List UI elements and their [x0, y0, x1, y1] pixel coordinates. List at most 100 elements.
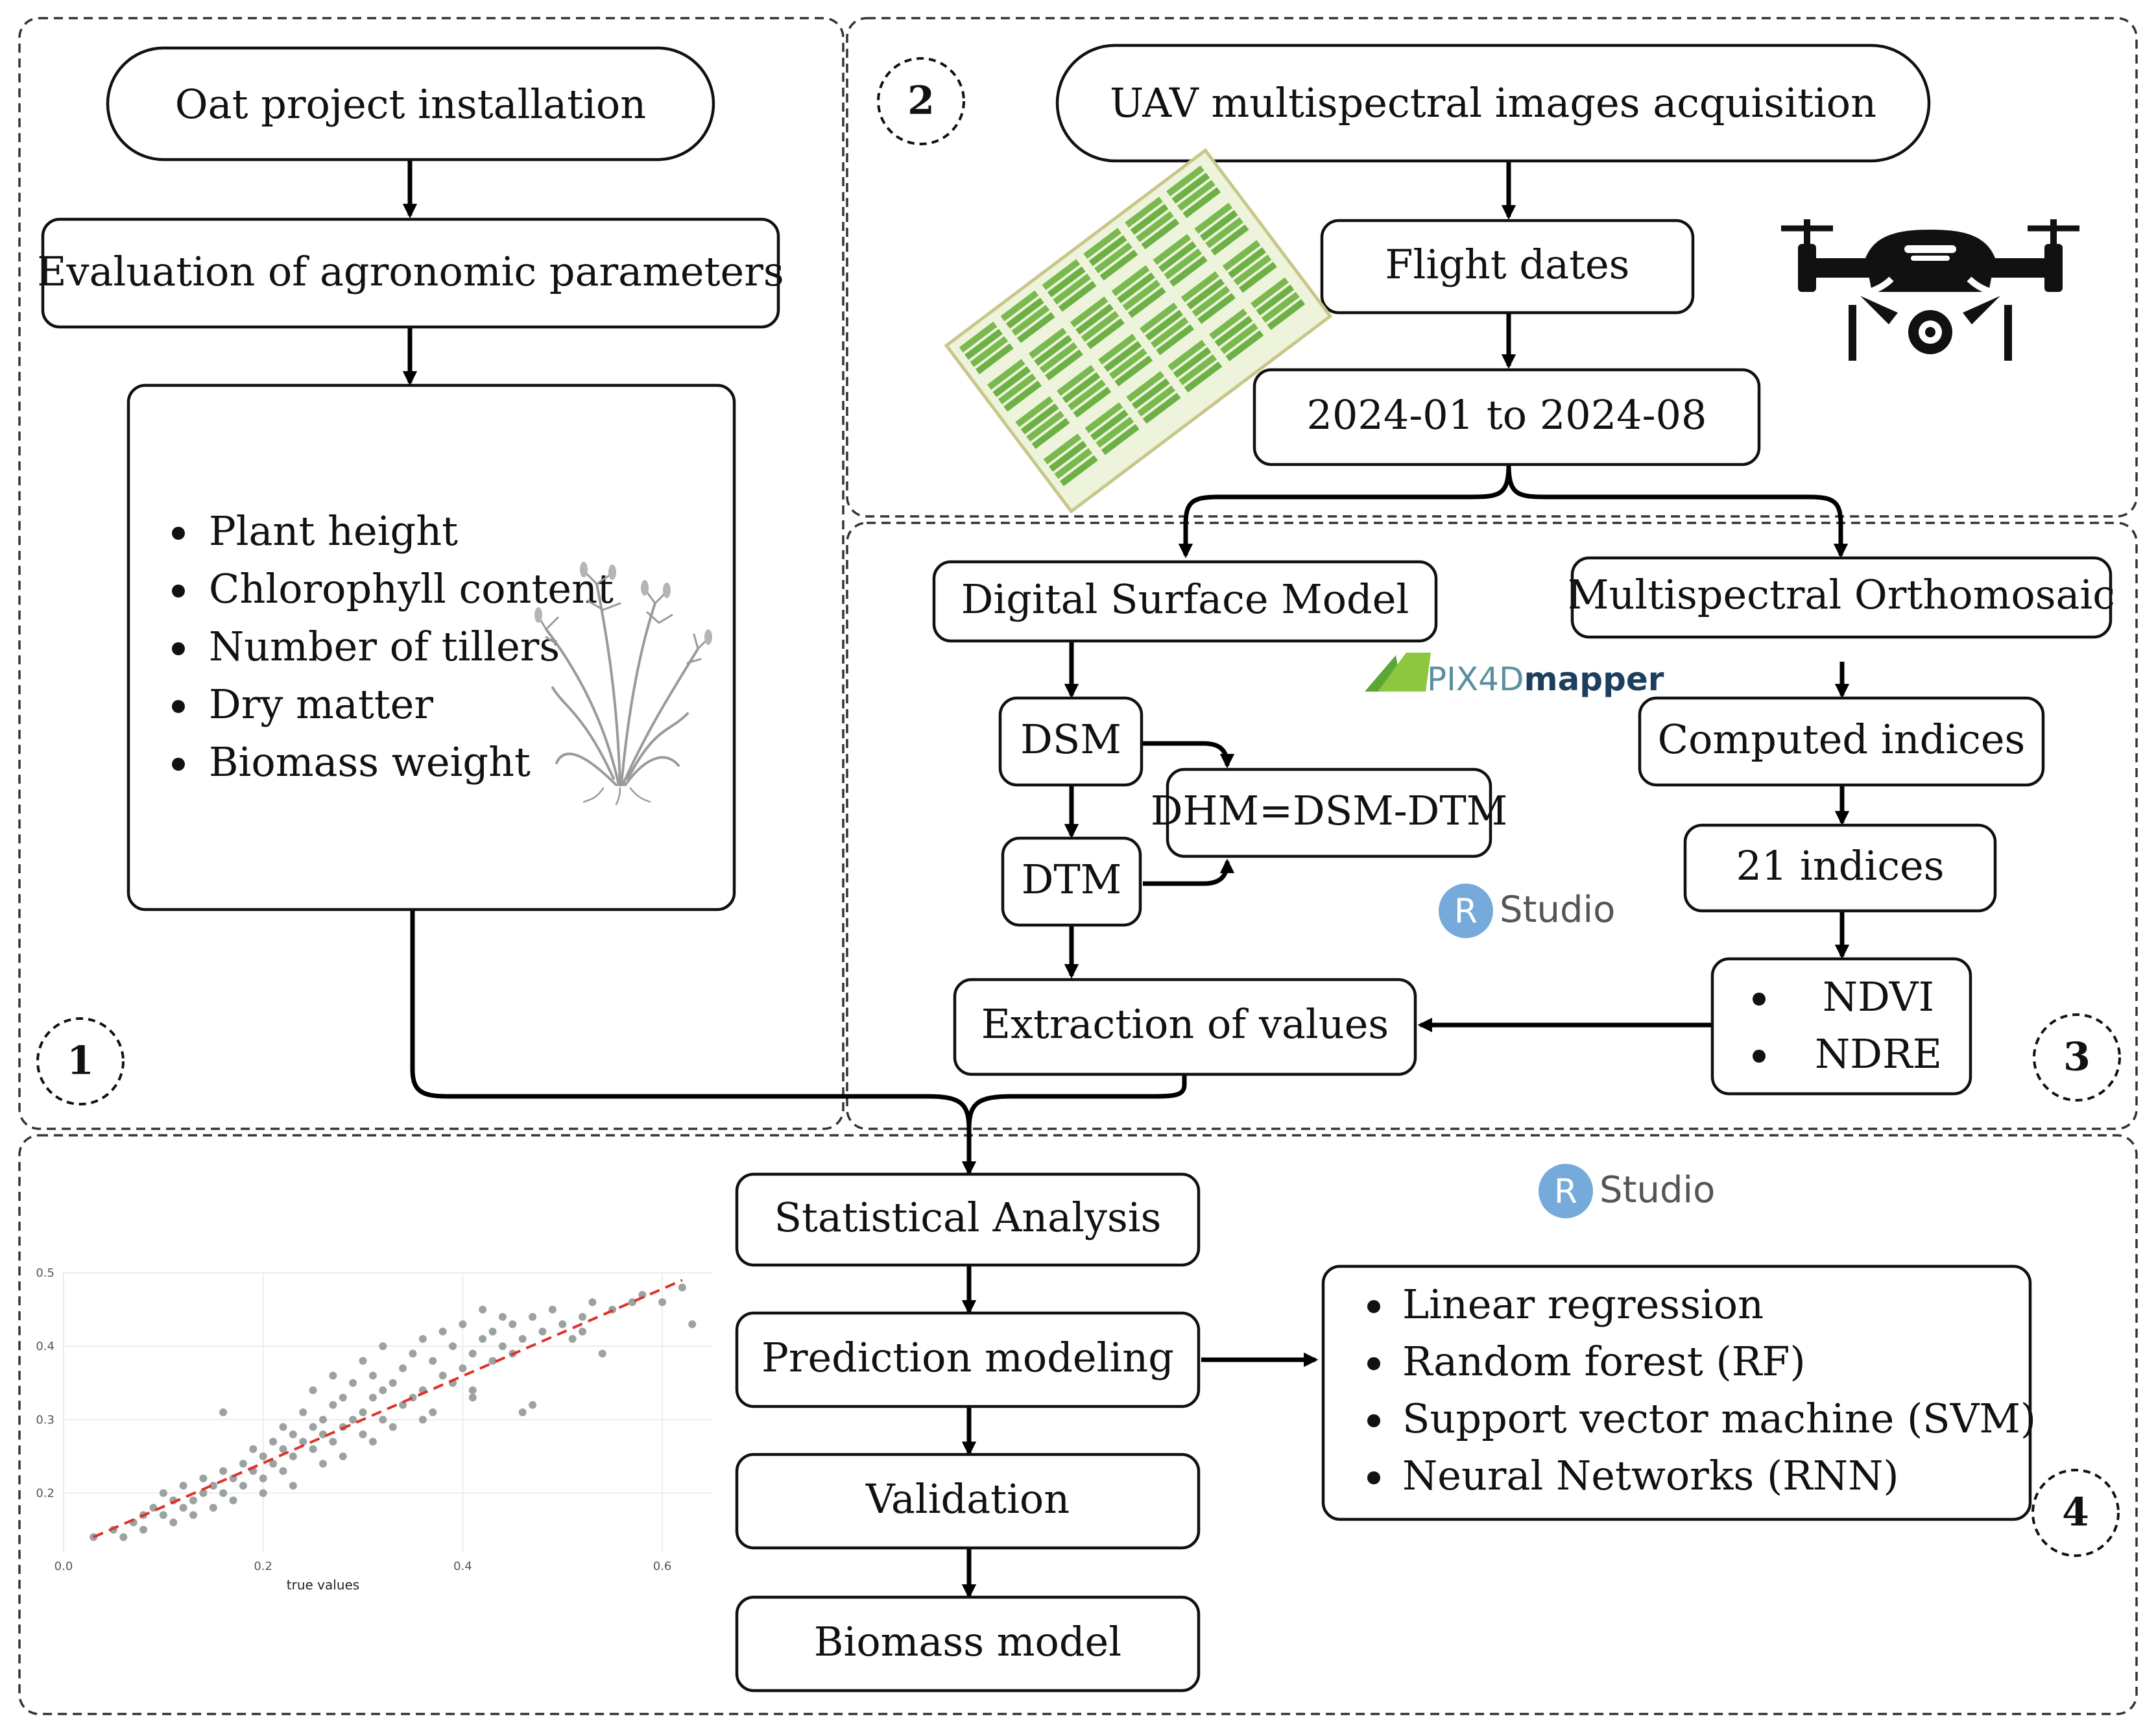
field-plot-strip	[1016, 312, 1055, 343]
rstudio-logo: R Studio	[1439, 884, 1615, 938]
plot-x-tick-label: 0.0	[54, 1560, 73, 1573]
field-plot-strip	[1214, 315, 1253, 347]
field-plot-strip	[1086, 318, 1125, 350]
field-plot-strip	[1182, 187, 1221, 219]
plot-point	[429, 1357, 437, 1365]
field-plot-strip	[1015, 396, 1054, 428]
field-plot-strip	[964, 328, 1003, 360]
field-plot-strip	[1137, 385, 1176, 416]
plot-y-tick-label: 0.3	[36, 1413, 54, 1427]
field-plot-strip	[1058, 280, 1097, 312]
field-plot-strip	[1267, 299, 1306, 330]
plot-point	[319, 1460, 327, 1468]
models-list: Linear regression Random forest (RF) Sup…	[1367, 1281, 2036, 1499]
plot-x-tick-label: 0.4	[453, 1560, 472, 1573]
dtm-box	[1001, 836, 1142, 927]
plot-point	[329, 1401, 337, 1409]
plot-point	[379, 1386, 387, 1395]
plot-point	[119, 1533, 128, 1541]
model-item: Linear regression	[1402, 1281, 1764, 1328]
plot-point	[498, 1312, 507, 1321]
field-plot-strip	[1228, 247, 1266, 278]
pix4d-logo-text-bold: mapper	[1524, 660, 1664, 698]
validation-text: Validation	[865, 1475, 1070, 1523]
models-list-box	[1321, 1264, 2032, 1521]
index-item: NDVI	[1823, 973, 1934, 1020]
plot-point	[658, 1298, 667, 1307]
field-plot-strip	[959, 321, 998, 353]
plot-x-tick-label: 0.6	[653, 1560, 672, 1573]
flight-dates-text: Flight dates	[1385, 241, 1630, 288]
plot-point	[179, 1482, 187, 1490]
plot-point	[468, 1349, 477, 1358]
rstudio-logo-icon	[1539, 1164, 1593, 1218]
field-plot-strip	[1094, 242, 1132, 274]
panel-2-number-circle	[877, 57, 965, 145]
plot-point	[259, 1474, 267, 1482]
field-plot-strip	[1139, 302, 1178, 333]
field-plot-strip	[1131, 378, 1170, 409]
computed-indices-box	[1638, 696, 2045, 787]
plot-point	[688, 1320, 697, 1329]
field-plot-strip	[1194, 202, 1233, 234]
plot-point	[239, 1482, 247, 1490]
indices-list-box	[1710, 957, 1972, 1096]
field-plot-strip	[1108, 348, 1147, 380]
plot-y-tick-label: 0.5	[36, 1266, 54, 1280]
field-plot-strip	[1039, 342, 1078, 374]
plot-point	[159, 1511, 167, 1519]
prediction-modeling-box	[735, 1311, 1201, 1408]
plot-point	[368, 1438, 377, 1446]
field-plot-strip	[1177, 180, 1216, 211]
plot-point	[409, 1349, 417, 1358]
plot-point	[289, 1482, 297, 1490]
field-plot-strip	[1111, 265, 1150, 296]
field-plot-strip	[1145, 309, 1184, 341]
plot-point	[359, 1408, 367, 1416]
evaluation-text: Evaluation of agronomic parameters	[37, 248, 784, 295]
panel-4-number: 4	[2062, 1490, 2089, 1536]
field-plot-strip	[1081, 311, 1120, 342]
panel-1-number-circle	[36, 1017, 125, 1105]
fit-line	[93, 1279, 683, 1539]
oat-plant-illustration	[534, 562, 712, 806]
plot-point	[418, 1334, 427, 1343]
biomass-model-text: Biomass model	[814, 1618, 1121, 1665]
field-plot-strip	[1180, 271, 1219, 302]
rstudio-logo-letter: R	[1554, 1172, 1577, 1211]
plot-point	[259, 1489, 267, 1497]
plot-point	[359, 1430, 367, 1438]
field-plot-strip	[1070, 296, 1108, 328]
plot-point	[579, 1327, 586, 1336]
field-plot-strip	[1205, 217, 1244, 248]
plot-point	[179, 1504, 187, 1512]
plot-point	[319, 1430, 327, 1438]
plot-point	[538, 1327, 547, 1336]
plot-point	[299, 1438, 307, 1446]
field-plot-strip	[1090, 409, 1129, 440]
field-plot-strip	[1043, 433, 1082, 464]
plot-point	[219, 1489, 228, 1497]
field-plot-strip	[1045, 349, 1083, 381]
plot-point	[219, 1408, 228, 1416]
plot-point	[209, 1482, 217, 1490]
plot-point	[349, 1416, 357, 1424]
plot-point	[518, 1408, 527, 1416]
field-plot-strip	[1099, 249, 1138, 281]
panel-1-frame	[18, 17, 844, 1130]
plot-point	[289, 1452, 297, 1460]
uav-acquisition-box	[1055, 43, 1931, 163]
plot-point	[509, 1320, 517, 1329]
plot-point	[568, 1334, 577, 1343]
plot-point	[309, 1423, 317, 1431]
field-plot-strip	[1042, 259, 1081, 291]
svg-text:PIX4Dmapper: PIX4Dmapper	[1427, 660, 1664, 698]
field-plot-strip	[1199, 210, 1238, 241]
field-plot-strip	[1047, 266, 1086, 298]
field-plot-strip	[1210, 224, 1249, 256]
parameter-item: Chlorophyll content	[209, 565, 614, 612]
parameters-box	[126, 383, 736, 911]
plot-point	[399, 1401, 407, 1409]
field-plot-strip	[1034, 335, 1073, 366]
